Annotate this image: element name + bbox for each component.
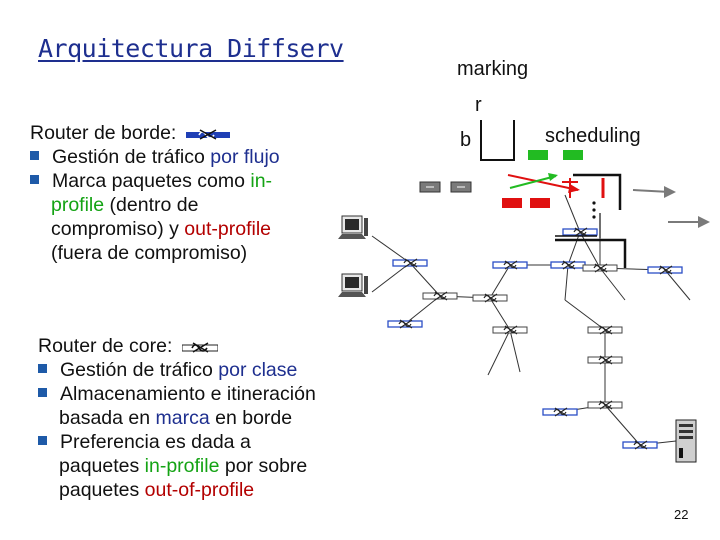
edge-router-icon — [492, 260, 528, 270]
core-bullet-2: Almacenamiento e itineración — [38, 382, 398, 406]
core-heading-line: Router de core: — [38, 334, 398, 358]
router-icon — [185, 129, 230, 140]
bullet-square-icon — [38, 388, 47, 397]
marking-label: marking — [457, 58, 529, 80]
workstation-icon — [337, 273, 369, 298]
in-profile-core-highlight: in-profile — [144, 455, 220, 477]
core-router-icon — [422, 291, 458, 301]
edge-router-icon — [647, 265, 683, 275]
scheduling-label: scheduling — [545, 125, 641, 147]
server-icon — [675, 419, 697, 463]
core-b3-text: Preferencia es dada a — [60, 431, 251, 453]
core-router-icon — [587, 400, 623, 410]
edge-router-icon — [387, 319, 423, 329]
edge-router-section: Router de borde: Gestión de tráfico por … — [30, 121, 390, 265]
queue-icon — [555, 238, 627, 268]
core-router-icon — [582, 263, 618, 273]
b-label: b — [460, 129, 472, 151]
page-title: Arquitectura Diffserv — [38, 34, 344, 63]
edge-router-icon — [550, 260, 586, 270]
in-profile-highlight-a: in- — [250, 170, 273, 192]
core-b1-text: Gestión de tráfico — [60, 359, 219, 381]
out-of-profile-highlight: out-of-profile — [144, 479, 255, 501]
edge-b2-end: (fuera de compromiso) — [51, 242, 248, 264]
per-class-highlight: por clase — [218, 359, 298, 381]
packet-red-icon — [502, 198, 522, 208]
core-router-icon — [472, 293, 508, 303]
core-router-section: Router de core: Gestión de tráfico por c… — [38, 334, 398, 502]
queue-icon — [573, 173, 622, 210]
r-label: r — [475, 94, 482, 116]
per-flow-highlight: por flujo — [210, 146, 280, 168]
core-b3-l2-pre: paquetes — [59, 455, 145, 477]
core-heading: Router de core: — [38, 335, 173, 357]
edge-bullet-1: Gestión de tráfico por flujo — [30, 145, 390, 169]
workstation-icon — [337, 215, 369, 240]
core-bullet-1: Gestión de tráfico por clase — [38, 358, 398, 382]
edge-router-icon — [542, 407, 578, 417]
edge-bullet-2-cont1: profile (dentro de — [30, 193, 390, 217]
edge-b2-mid1: (dentro de — [104, 194, 199, 216]
core-router-icon — [492, 325, 528, 335]
core-b2-l2-pre: basada en — [59, 407, 156, 429]
edge-heading: Router de borde: — [30, 122, 177, 144]
edge-b1-text: Gestión de tráfico — [52, 146, 211, 168]
core-bullet-2-cont: basada en marca en borde — [38, 406, 398, 430]
bullet-square-icon — [38, 436, 47, 445]
edge-router-icon — [622, 440, 658, 450]
edge-router-icon — [562, 227, 598, 237]
bullet-square-icon — [30, 151, 39, 160]
out-profile-highlight: out-profile — [184, 218, 271, 240]
core-bullet-3: Preferencia es dada a — [38, 430, 398, 454]
edge-b2-text: Marca paquetes como — [52, 170, 251, 192]
core-b2-text: Almacenamiento e itineración — [60, 383, 316, 405]
edge-router-icon — [392, 258, 428, 268]
edge-bullet-2-cont3: (fuera de compromiso) — [30, 241, 390, 265]
core-router-icon — [587, 355, 623, 365]
packet-red-icon — [530, 198, 550, 208]
network-links — [371, 194, 691, 446]
edge-bullet-2: Marca paquetes como in- — [30, 169, 390, 193]
marca-highlight: marca — [155, 407, 210, 429]
edge-b2-mid2: compromiso) y — [51, 218, 185, 240]
packet-green-icon — [528, 150, 548, 160]
edge-bullet-2-cont2: compromiso) y out-profile — [30, 217, 390, 241]
core-bullet-3-cont2: paquetes out-of-profile — [38, 478, 398, 502]
core-b2-l2-end: en borde — [209, 407, 293, 429]
packet-green-icon — [563, 150, 583, 160]
page-number: 22 — [674, 507, 689, 522]
core-b3-l2-end: por sobre — [219, 455, 308, 477]
core-router-icon — [587, 325, 623, 335]
core-bullet-3-cont1: paquetes in-profile por sobre — [38, 454, 398, 478]
core-b3-l3-pre: paquetes — [59, 479, 145, 501]
in-profile-highlight-b: profile — [51, 194, 105, 216]
bullet-square-icon — [38, 364, 47, 373]
token-bucket-icon — [480, 120, 515, 161]
edge-heading-line: Router de borde: — [30, 121, 390, 145]
bullet-square-icon — [30, 175, 39, 184]
